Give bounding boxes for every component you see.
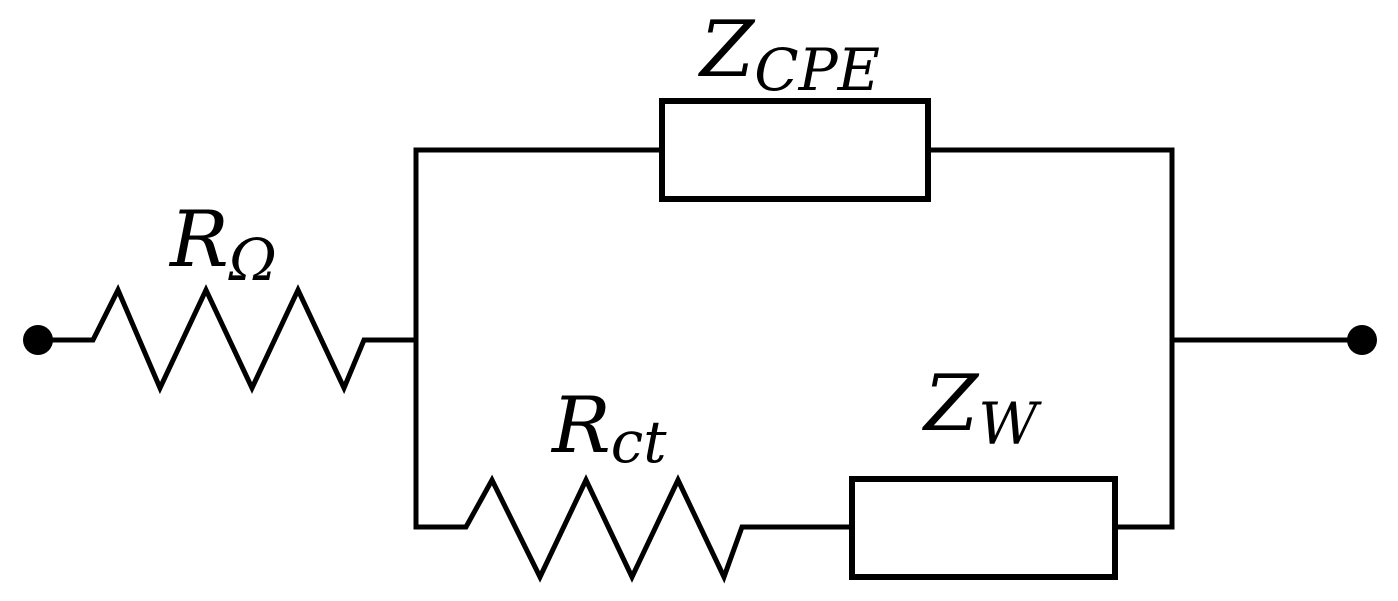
resistor-r-ct xyxy=(413,474,855,584)
right-terminal xyxy=(1347,325,1377,355)
element-z-w xyxy=(849,476,1118,580)
element-z-cpe xyxy=(659,98,931,202)
label-z-w: ZW xyxy=(921,359,1042,458)
label-r-ohm: RΩ xyxy=(168,195,277,294)
resistor-r-ohm xyxy=(35,284,419,395)
label-z-cpe: ZCPE xyxy=(697,5,880,104)
label-r-ct: Rct xyxy=(550,381,667,476)
